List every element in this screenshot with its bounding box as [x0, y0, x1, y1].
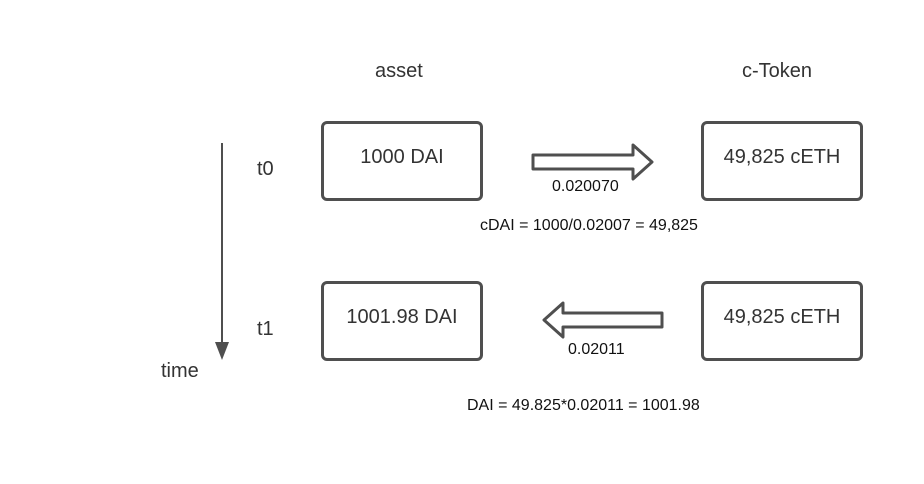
t0-label: t0: [257, 158, 274, 180]
t1-asset-box: 1001.98 DAI: [321, 281, 483, 361]
t1-conversion-formula: DAI = 49.825*0.02011 = 1001.98: [467, 397, 700, 414]
right-block-arrow: [531, 143, 654, 181]
t0-asset-box: 1000 DAI: [321, 121, 483, 201]
t1-exchange-rate: 0.02011: [568, 341, 625, 358]
time-axis-label: time: [161, 360, 199, 382]
t1-label: t1: [257, 318, 274, 340]
asset-column-header: asset: [375, 60, 423, 82]
time-axis-arrowhead: [215, 342, 229, 360]
t0-exchange-rate: 0.020070: [552, 178, 619, 195]
left-block-arrow: [542, 301, 664, 339]
t0-ctoken-box: 49,825 cETH: [701, 121, 863, 201]
ctoken-column-header: c-Token: [742, 60, 813, 82]
t0-conversion-formula: cDAI = 1000/0.02007 = 49,825: [480, 217, 698, 234]
t1-ctoken-box: 49,825 cETH: [701, 281, 863, 361]
